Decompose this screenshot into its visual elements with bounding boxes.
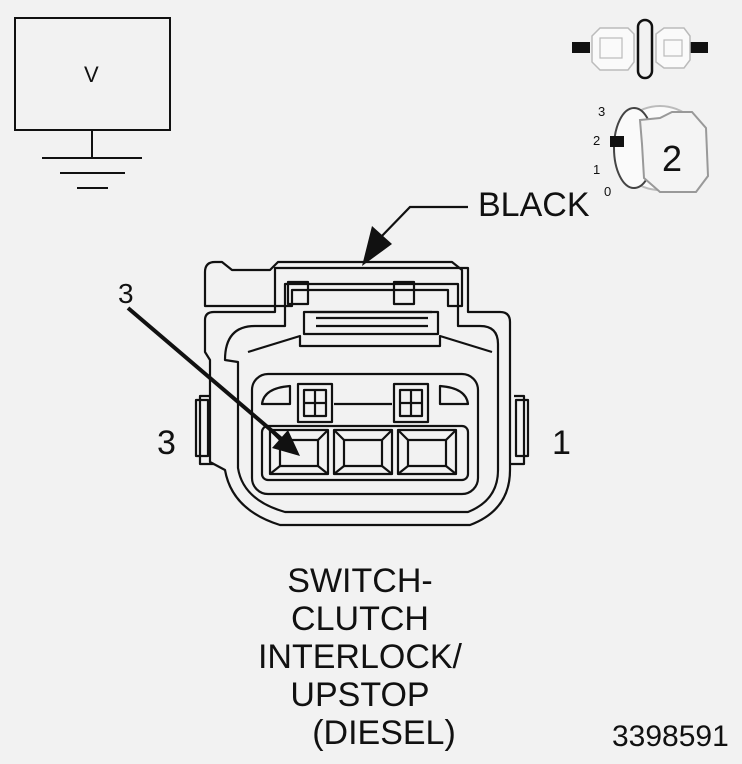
- connector-name-line-5: (DIESEL): [312, 714, 456, 752]
- key-position-1: 1: [593, 162, 601, 177]
- connector-name-line-3: INTERLOCK/: [257, 638, 463, 676]
- meter-symbol: V: [84, 62, 99, 87]
- left-pin-label: 3: [157, 424, 176, 462]
- connector-name-line-1: SWITCH-: [287, 562, 433, 600]
- right-pin-label: 1: [552, 424, 571, 462]
- connector-face: [194, 260, 530, 527]
- key-position-2: 2: [593, 133, 601, 148]
- disconnected-connector-icon: [572, 18, 708, 80]
- key-position-value: 2: [662, 138, 683, 179]
- pin-3-arrow: [126, 306, 300, 456]
- connector-name-line-4: UPSTOP: [290, 676, 430, 714]
- voltmeter-icon: [14, 17, 171, 189]
- connector-name-line-2: CLUTCH: [291, 600, 429, 638]
- figure-id: 3398591: [612, 720, 729, 753]
- key-position-0: 0: [604, 184, 612, 199]
- color-leader-arrow: [362, 205, 468, 266]
- arrow-pin-label: 3: [118, 278, 134, 309]
- connector-name: SWITCH- CLUTCH INTERLOCK/ UPSTOP (DIESEL…: [200, 562, 520, 752]
- ignition-key-icon: [610, 105, 710, 193]
- connector-color-label: BLACK: [478, 186, 590, 224]
- key-position-3: 3: [598, 104, 606, 119]
